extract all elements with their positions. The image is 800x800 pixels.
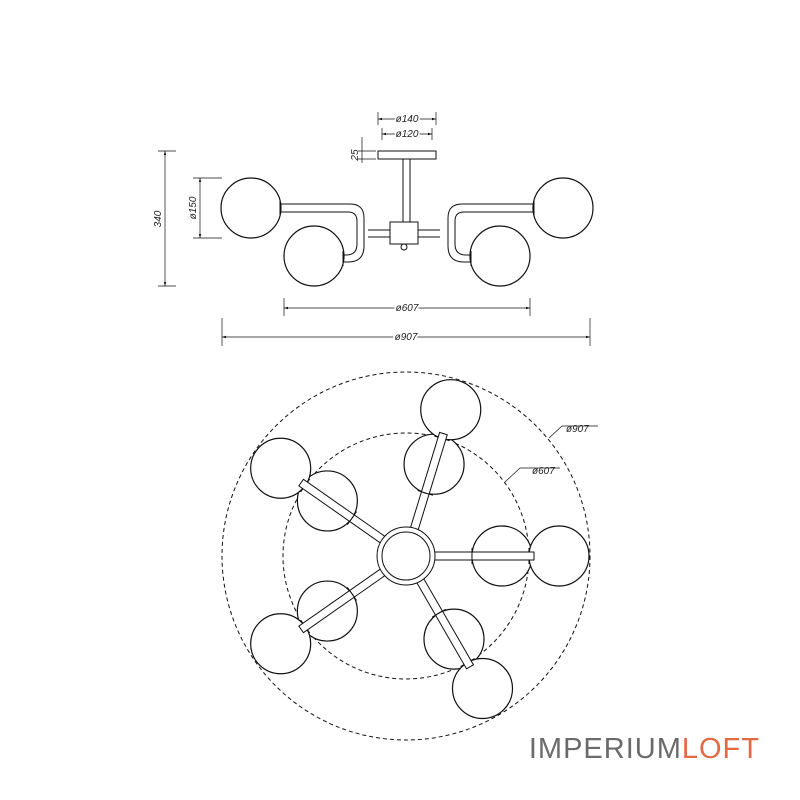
arm-right-upper xyxy=(447,203,534,237)
dim-outer-span: ø907 xyxy=(395,332,418,343)
logo-loft: LOFT xyxy=(681,733,760,765)
dim-canopy-height: 25 xyxy=(350,149,361,162)
globe-right-inner xyxy=(469,225,531,287)
canopy xyxy=(377,150,437,160)
dim-inner-circle: ø607 xyxy=(532,466,555,477)
side-view: ø140 ø120 25 340 ø150 ø607 ø907 xyxy=(152,112,594,346)
top-globe-outer xyxy=(250,437,312,499)
top-view: ø907 ø607 xyxy=(221,371,598,741)
top-arm-through-globe xyxy=(298,589,355,634)
dim-inner-span: ø607 xyxy=(396,303,419,314)
top-arm-through-globe xyxy=(471,551,535,561)
top-arm-through-globe xyxy=(420,431,448,495)
center-body xyxy=(389,221,419,245)
top-globe-outer xyxy=(528,525,590,587)
dim-outer-circle: ø907 xyxy=(566,424,589,435)
globe-right-outer xyxy=(532,177,594,239)
center-hub-inner xyxy=(381,531,431,581)
dim-canopy-inner: ø120 xyxy=(396,129,419,140)
top-globe-outer xyxy=(420,379,482,441)
dim-total-height: 340 xyxy=(153,210,164,227)
globe-left-outer xyxy=(220,177,282,239)
outer-circle-dashed xyxy=(221,371,591,741)
top-globe-outer xyxy=(250,613,312,675)
globe-left-inner xyxy=(283,225,345,287)
top-globe-outer xyxy=(451,657,514,720)
imperiumloft-logo: IMPERIUMLOFT xyxy=(529,733,760,766)
arm-left-upper xyxy=(280,203,365,237)
arm-right-lower xyxy=(447,237,476,263)
arm-left-lower xyxy=(336,237,365,263)
top-arm-through-globe xyxy=(434,610,475,670)
center-finial xyxy=(400,243,408,251)
top-arm-through-globe xyxy=(298,478,355,523)
dim-globe-diameter: ø150 xyxy=(188,196,199,219)
top-view-globes xyxy=(250,379,590,720)
stem xyxy=(402,158,411,223)
logo-imperium: IMPERIUM xyxy=(528,733,682,765)
dim-canopy-outer: ø140 xyxy=(396,114,419,125)
